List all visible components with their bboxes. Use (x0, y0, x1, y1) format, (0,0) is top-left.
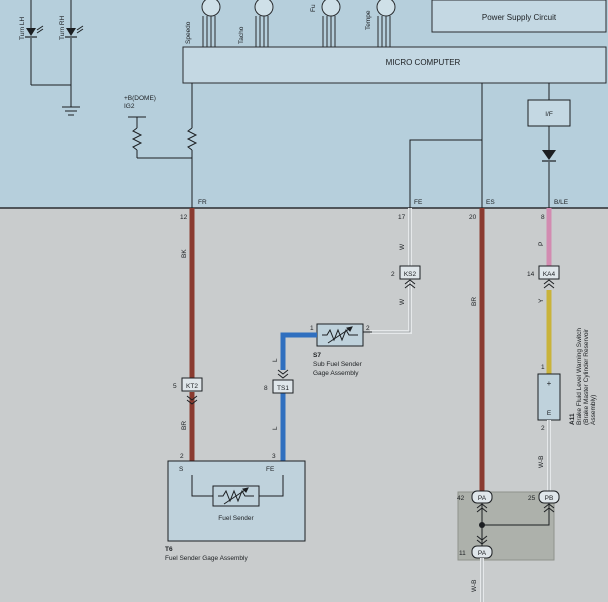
fuel-sender-resistor-icon (218, 487, 254, 505)
connector-pa-bottom-pin: 11 (459, 550, 466, 557)
connector-ts1-pin: 8 (264, 385, 268, 392)
s7-code: S7 (313, 352, 321, 359)
gauge-tacho (254, 0, 274, 47)
pin-fr: 12 (180, 214, 188, 221)
micro-computer-box (182, 46, 607, 84)
s7-pin-left: 1 (310, 325, 314, 332)
power-supply-label: Power Supply Circuit (482, 13, 557, 22)
connector-ks2-label: KS2 (404, 271, 417, 278)
connector-pb-label: PB (545, 495, 554, 502)
wire-l-top (280, 332, 317, 370)
s7-name-line1: Sub Fuel Sender (313, 361, 363, 368)
internal-wiring (409, 83, 550, 208)
connector-kt2-label: KT2 (186, 383, 198, 390)
connector-pa-bottom-label: PA (478, 550, 487, 557)
connector-ks2-pin: 2 (391, 271, 395, 278)
connector-ka4 (538, 265, 560, 280)
t6-pin-s: S (179, 466, 184, 473)
terminal-es: ES (486, 199, 495, 206)
gauge-speedo (201, 0, 221, 47)
wire-label-br-left: BR (181, 421, 188, 430)
connector-kt2-pin: 5 (173, 383, 177, 390)
power-supply-box (431, 0, 607, 33)
s7-variable-resistor-icon (322, 326, 358, 344)
a11-pin-1: 1 (541, 364, 545, 371)
wire-label-y: Y (538, 298, 545, 303)
connector-ka4-label: KA4 (543, 271, 556, 278)
wire-label-p: P (538, 242, 545, 246)
terminal-fr: FR (198, 199, 207, 206)
a11-e-label: E (547, 410, 552, 417)
connector-pb-pin: 25 (528, 495, 536, 502)
wire-label-bk: BK (181, 249, 188, 258)
ka4-chevron-icon (543, 279, 555, 289)
s7-pin-right: 2 (366, 325, 370, 332)
gauge-label-temp: Tempe (365, 10, 372, 30)
pin-fe: 17 (398, 214, 406, 221)
wire-label-br-right: BR (471, 297, 478, 306)
turn-lh-led-icon (25, 25, 44, 38)
t6-name: Fuel Sender Gage Assembly (165, 555, 248, 562)
connector-ts1 (272, 379, 294, 394)
diode-icon (542, 150, 556, 162)
gauge-temp (376, 0, 396, 47)
ts1-chevron-icon (277, 369, 289, 379)
a11-code: A11 (569, 413, 576, 425)
connector-pa-top-pin: 42 (457, 495, 465, 502)
ks2-chevron-icon (404, 279, 416, 289)
interface-box (527, 99, 571, 127)
gauge-label-tacho: Tacho (238, 26, 245, 44)
a11-plus-label: + (547, 379, 552, 388)
micro-computer-label: MICRO COMPUTER (386, 58, 461, 67)
a11-pin-2: 2 (541, 425, 545, 432)
turn-rh-label: Turn RH (59, 15, 66, 40)
a11-name-line2: (Brake Master Cylinder Reservoir (583, 328, 590, 425)
terminal-fe: FE (414, 199, 423, 206)
t6-code: T6 (165, 546, 173, 553)
s7-name-line2: Gage Assembly (313, 370, 359, 377)
t6-pin-3: 3 (272, 453, 276, 460)
fuel-sender-label: Fuel Sender (218, 515, 254, 522)
dome-label: +B(DOME) (124, 95, 156, 102)
wire-label-l-top: L (272, 358, 279, 362)
upper-panel (0, 0, 608, 208)
wire-label-w-bottom: W (399, 298, 406, 305)
interface-label: I/F (545, 111, 553, 118)
gauge-label-speedo: Speedo (185, 21, 192, 44)
splice-point (479, 522, 485, 528)
turn-rh-led-icon (65, 25, 84, 38)
connector-ka4-pin: 14 (527, 271, 535, 278)
turn-lh-label: Turn LH (19, 16, 26, 40)
ig2-resistor-icon (128, 116, 192, 159)
pin-es: 20 (469, 214, 477, 221)
ground-wiring (30, 0, 72, 107)
t6-pin-fe: FE (266, 466, 275, 473)
t6-internal-wiring (191, 475, 284, 497)
gauge-fuel (321, 0, 341, 47)
a11-name-line3: Assembly) (590, 395, 597, 425)
connector-ks2 (399, 265, 421, 280)
kt2-chevron-icon (186, 395, 198, 405)
gauge-label-fuel: Fu (310, 4, 317, 12)
connector-kt2 (181, 377, 203, 392)
wire-label-wb-right: W-B (538, 455, 545, 468)
connector-ts1-label: TS1 (277, 385, 289, 392)
t6-pin-2: 2 (180, 453, 184, 460)
ground-icon (62, 106, 80, 116)
connector-pa-top-label: PA (478, 495, 487, 502)
pin-ble: 8 (541, 214, 545, 221)
fr-resistor-icon (186, 83, 198, 208)
ig2-label: IG2 (124, 103, 135, 110)
wire-label-l-bottom: L (272, 426, 279, 430)
wire-label-w-top: W (399, 243, 406, 250)
junction-wiring (476, 503, 555, 546)
a11-name-line1: Brake Fluid Level Warning Switch (576, 328, 583, 425)
terminal-ble: B/LE (554, 199, 569, 206)
wire-label-wb-bottom: W-B (471, 579, 478, 592)
